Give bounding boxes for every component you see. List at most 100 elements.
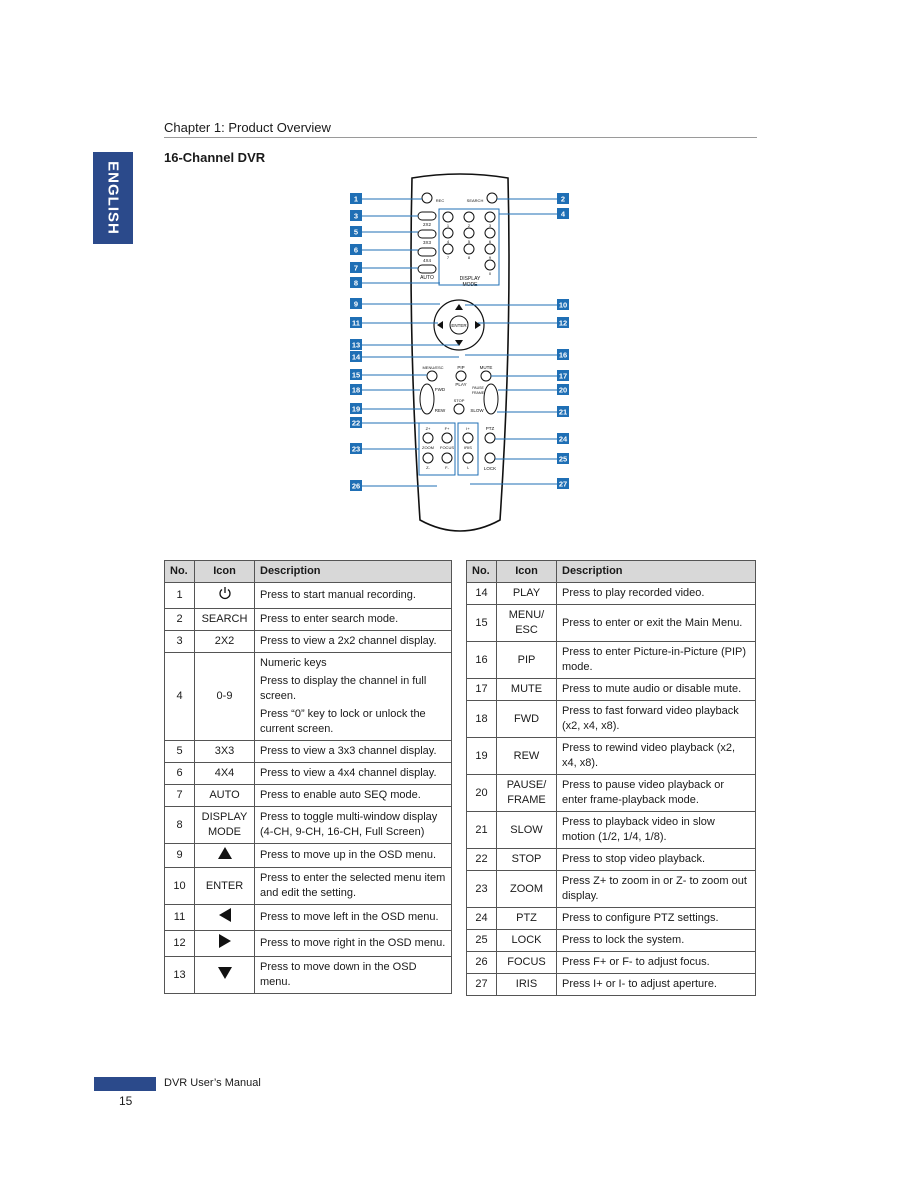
callout-14: 14 [350, 351, 362, 362]
description-line: Press to enter or exit the Main Menu. [562, 616, 743, 629]
focus-far-button [441, 452, 453, 464]
row-description: Press to stop video playback. [556, 848, 756, 871]
row-description: Press to configure PTZ settings. [556, 907, 756, 930]
callout-8: 8 [350, 277, 362, 288]
row-number: 16 [466, 641, 497, 679]
rec-button [421, 192, 433, 204]
btn-4x4 [417, 247, 437, 257]
zoom-in-button [422, 432, 434, 444]
row-description: Press to start manual recording. [254, 582, 452, 609]
header-no: No. [466, 560, 497, 583]
callout-17: 17 [557, 370, 569, 381]
row-number: 20 [466, 774, 497, 812]
description-line: Press “0” key to lock or unlock the curr… [260, 708, 426, 735]
description-line: Press to enter Picture-in-Picture (PIP) … [562, 646, 747, 673]
button-name: PLAY [496, 582, 557, 605]
row-description: Press to mute audio or disable mute. [556, 678, 756, 701]
description-line: Press to playback video in slow motion (… [562, 816, 715, 843]
row-number: 2 [164, 608, 195, 631]
remote-outline [410, 173, 510, 532]
button-label: IRIS [464, 445, 472, 450]
ptz-button [484, 432, 496, 444]
number-key [463, 227, 475, 239]
callout-number: 24 [559, 435, 568, 444]
number-key [442, 211, 454, 223]
button-label: FRAME [472, 391, 485, 395]
callout-number: 12 [559, 319, 567, 328]
callout-box [557, 478, 569, 489]
nav-left-icon [437, 321, 443, 329]
button-label: SLOW [470, 408, 484, 413]
btn-auto [417, 264, 437, 274]
callout-box [350, 298, 362, 309]
callout-number: 6 [354, 246, 358, 255]
button-label: 2 [468, 223, 471, 228]
nav-up-icon [455, 304, 463, 310]
left-arrow-icon [194, 904, 255, 931]
row-description: Press to playback video in slow motion (… [556, 811, 756, 849]
row-number: 22 [466, 848, 497, 871]
number-key [484, 227, 496, 239]
language-tab: ENGLISH [93, 152, 133, 244]
pip-button [455, 370, 467, 382]
button-label: 7 [447, 255, 450, 260]
button-name: SLOW [496, 811, 557, 849]
header-no: No. [164, 560, 195, 583]
callout-box [350, 262, 362, 273]
callout-12: 12 [557, 317, 569, 328]
description-line: Press to start manual recording. [260, 589, 416, 601]
callout-16: 16 [557, 349, 569, 360]
description-line: Press F+ or F- to adjust focus. [562, 956, 710, 968]
button-name: 3X3 [194, 740, 255, 763]
table-header-row: No. Icon Description [466, 560, 756, 583]
button-label: 3X3 [423, 240, 432, 245]
callout-box [557, 349, 569, 360]
button-name: 2X2 [194, 630, 255, 653]
chapter-divider [164, 137, 757, 138]
button-label: STOP [454, 398, 465, 403]
description-line: Press to pause video playback or enter f… [562, 779, 725, 806]
chapter-title: Chapter 1: Product Overview [164, 120, 331, 135]
row-number: 8 [164, 806, 195, 844]
number-key [442, 227, 454, 239]
row-number: 25 [466, 929, 497, 952]
header-description: Description [556, 560, 756, 583]
callout-box [350, 369, 362, 380]
button-name: IRIS [496, 973, 557, 996]
button-label: PIP [457, 365, 464, 370]
table-row: 11 Press to move left in the OSD menu. [164, 904, 452, 931]
callout-number: 2 [561, 195, 565, 204]
button-name: REW [496, 737, 557, 775]
header-icon: Icon [194, 560, 255, 583]
callout-box [350, 351, 362, 362]
row-number: 11 [164, 904, 195, 931]
row-number: 14 [466, 582, 497, 605]
description-line: Press to move left in the OSD menu. [260, 911, 439, 923]
table-row: 1 Press to start manual recording. [164, 582, 452, 609]
button-name: AUTO [194, 784, 255, 807]
keypad-frame [438, 208, 500, 286]
callout-number: 9 [354, 300, 358, 309]
nav-right-icon [475, 321, 481, 329]
description-line: Press to enable auto SEQ mode. [260, 789, 421, 801]
row-number: 1 [164, 582, 195, 609]
callout-box [557, 370, 569, 381]
callout-15: 15 [350, 369, 362, 380]
row-number: 17 [466, 678, 497, 701]
callout-number: 11 [352, 319, 360, 328]
callout-1: 1 [350, 193, 362, 204]
callout-box [557, 384, 569, 395]
callout-box [350, 317, 362, 328]
callout-box [557, 453, 569, 464]
